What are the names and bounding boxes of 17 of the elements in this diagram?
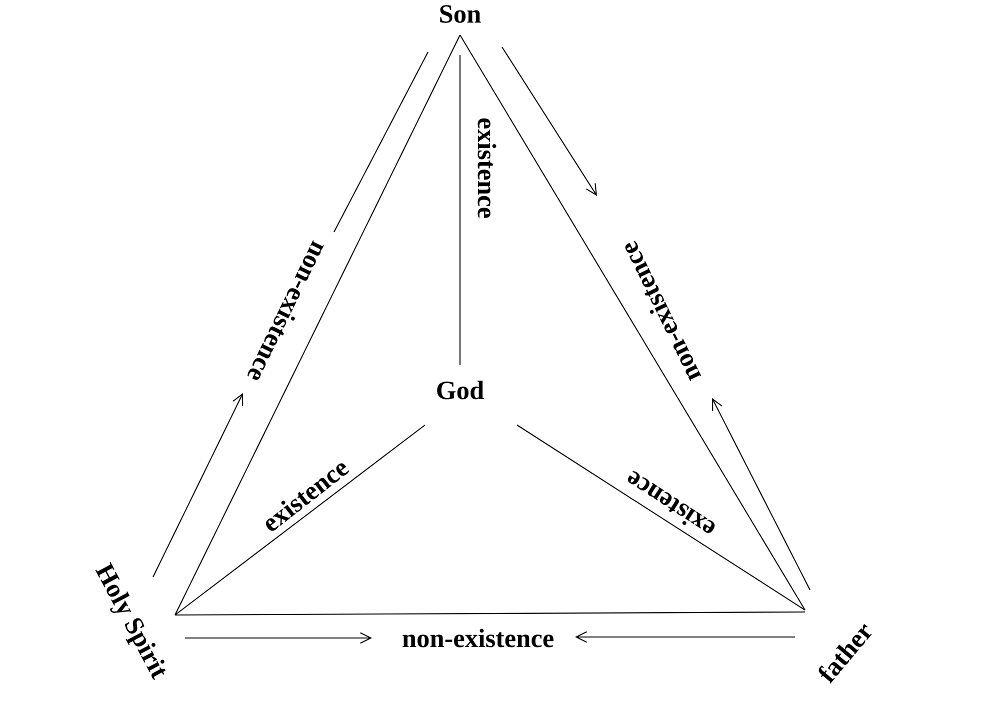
- arrow: [185, 632, 372, 644]
- arrow: [575, 631, 795, 643]
- arrow: [502, 46, 597, 196]
- connector-line: [174, 424, 426, 616]
- connector-line: [459, 55, 461, 365]
- vertex-label: Son: [440, 5, 481, 23]
- vertex-label: Holy Spirit: [95, 562, 166, 680]
- center-label: God: [437, 380, 484, 400]
- connector-line: [516, 424, 806, 610]
- connector-line: [460, 34, 806, 610]
- connector-line: [175, 611, 805, 616]
- arrow: [152, 393, 244, 578]
- side-label: non-existence: [402, 628, 554, 648]
- edge-label: existence: [476, 116, 498, 220]
- connector-line: [174, 34, 460, 616]
- connector-line: [334, 52, 428, 232]
- arrow: [712, 398, 810, 590]
